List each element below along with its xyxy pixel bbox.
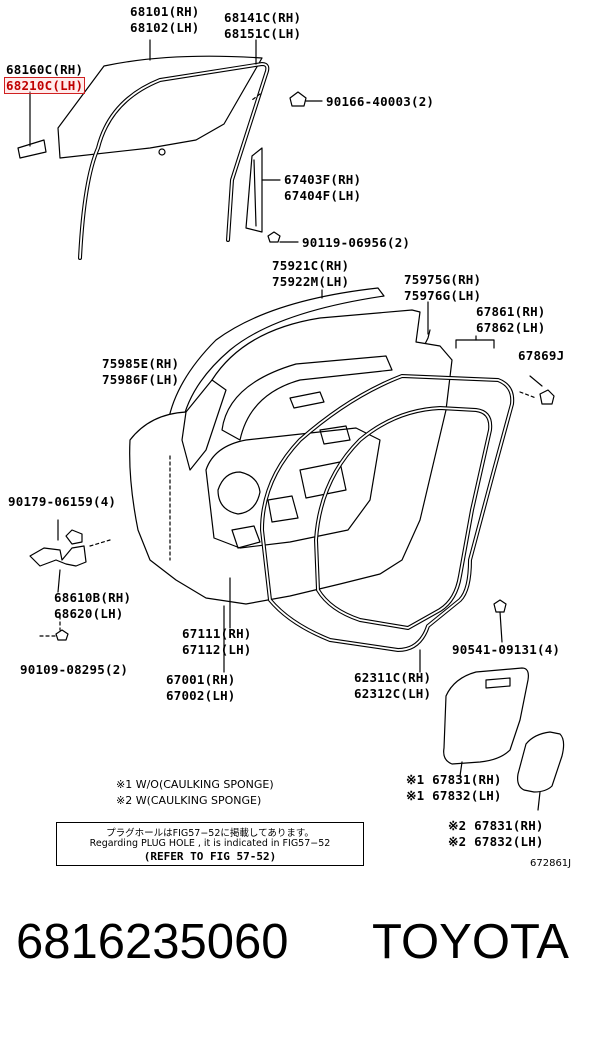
label-75975g: 75975G(RH)	[404, 272, 482, 287]
note-without-sponge: ※1 W/O(CAULKING SPONGE)	[116, 778, 274, 791]
label-68610b: 68610B(RH)	[54, 590, 132, 605]
label-67111: 67111(RH)	[182, 626, 252, 641]
label-67831-no-sponge: ※1 67831(RH)	[406, 772, 502, 787]
label-75921c: 75921C(RH)	[272, 258, 350, 273]
label-90541: 90541-09131(4)	[452, 642, 561, 657]
belt-weatherstrip	[167, 287, 385, 425]
label-68620: 68620(LH)	[54, 606, 124, 621]
reference-line-fig: (REFER TO FIG 57-52)	[143, 850, 277, 863]
label-75922m: 75922M(LH)	[272, 274, 350, 289]
label-75976g: 75976G(LH)	[404, 288, 482, 303]
label-67404f: 67404F(LH)	[284, 188, 362, 203]
service-hole-cover	[443, 667, 529, 765]
label-67862: 67862(LH)	[476, 320, 546, 335]
figure-code: 672861J	[530, 858, 572, 869]
label-68160c: 68160C(RH)	[6, 62, 84, 77]
label-62311c: 62311C(RH)	[354, 670, 432, 685]
label-90119: 90119-06956(2)	[302, 235, 411, 250]
label-68210c-highlighted[interactable]: 68210C(LH)	[4, 77, 86, 94]
label-67112: 67112(LH)	[182, 642, 252, 657]
label-68151c: 68151C(LH)	[224, 26, 302, 41]
reference-line-jp: プラグホールはFIG57−52に掲載してあります。	[106, 828, 314, 839]
door-parts-diagram	[17, 39, 565, 811]
reference-box: プラグホールはFIG57−52に掲載してあります。 Regarding PLUG…	[56, 822, 364, 866]
label-67861: 67861(RH)	[476, 304, 546, 319]
label-62312c: 62312C(LH)	[354, 686, 432, 701]
note-with-sponge: ※2 W(CAULKING SPONGE)	[116, 794, 262, 807]
part-number: 6816235060	[16, 915, 289, 969]
brand-name: TOYOTA	[372, 915, 569, 969]
door-panel	[129, 309, 453, 605]
label-67403f: 67403F(RH)	[284, 172, 362, 187]
label-68102: 68102(LH)	[130, 20, 200, 35]
label-67832-sponge: ※2 67832(LH)	[448, 834, 544, 849]
label-90166: 90166-40003(2)	[326, 94, 435, 109]
label-67832-no-sponge: ※1 67832(LH)	[406, 788, 502, 803]
label-68141c: 68141C(RH)	[224, 10, 302, 25]
label-90179: 90179-06159(4)	[8, 494, 117, 509]
door-glass	[57, 55, 263, 159]
division-bar	[245, 147, 263, 233]
label-67869j: 67869J	[518, 348, 565, 363]
label-75985e: 75985E(RH)	[102, 356, 180, 371]
label-75986f: 75986F(LH)	[102, 372, 180, 387]
label-67001: 67001(RH)	[166, 672, 236, 687]
label-67002: 67002(LH)	[166, 688, 236, 703]
label-68101: 68101(RH)	[130, 4, 200, 19]
reference-line-en: Regarding PLUG HOLE , it is indicated in…	[89, 838, 331, 849]
label-67831-sponge: ※2 67831(RH)	[448, 818, 544, 833]
door-hinge	[29, 545, 87, 567]
label-90109: 90109-08295(2)	[20, 662, 129, 677]
